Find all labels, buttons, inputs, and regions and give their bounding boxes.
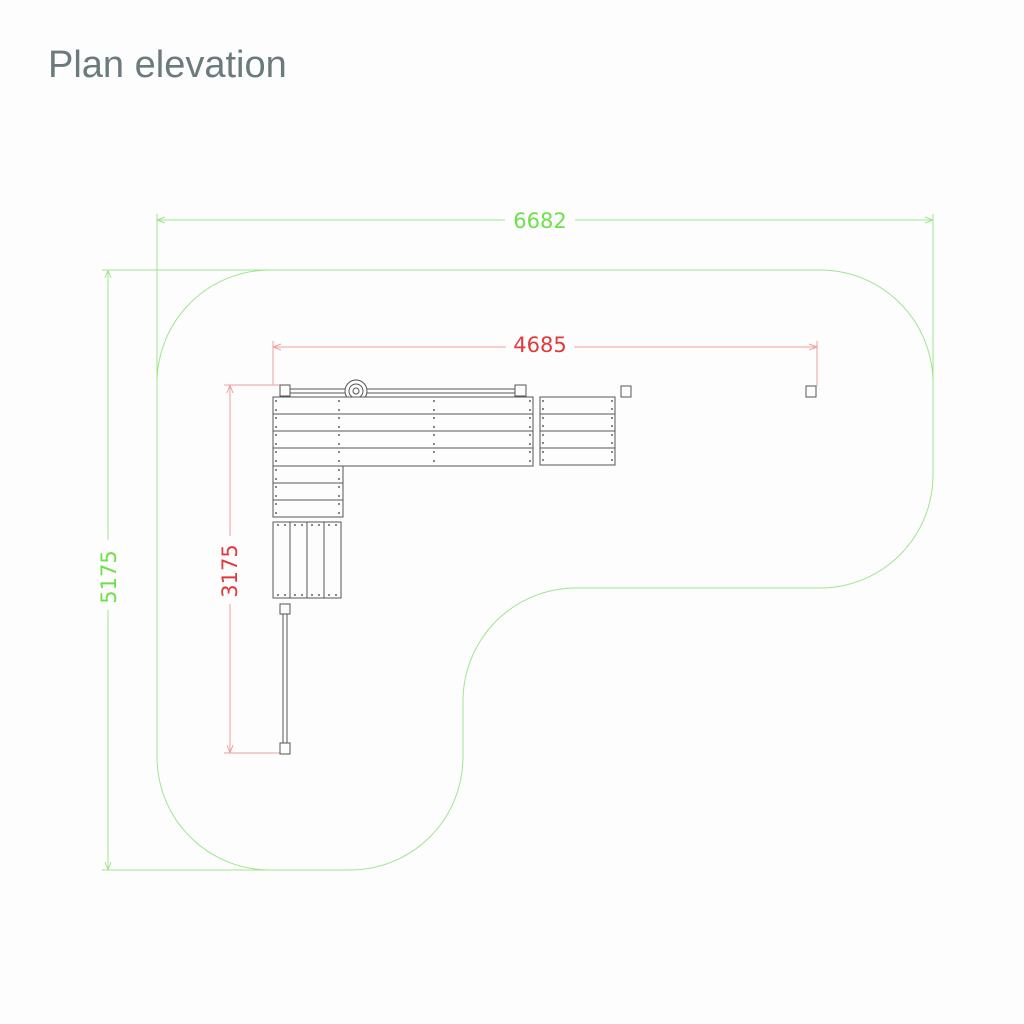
- bolt: [275, 503, 277, 505]
- bolt: [318, 594, 320, 596]
- bolt: [542, 442, 544, 444]
- bolt: [542, 425, 544, 427]
- bolt: [277, 594, 279, 596]
- bolt: [433, 460, 435, 462]
- bolt: [611, 451, 613, 453]
- bolt: [433, 400, 435, 402]
- bolt: [542, 459, 544, 461]
- bolt: [335, 594, 337, 596]
- bolt: [529, 451, 531, 453]
- bolt: [611, 408, 613, 410]
- bolt: [338, 426, 340, 428]
- post: [620, 385, 632, 398]
- bolt: [542, 451, 544, 453]
- bolt: [275, 400, 277, 402]
- bolt: [338, 512, 340, 514]
- bolt: [542, 434, 544, 436]
- bolt: [338, 409, 340, 411]
- bolt: [611, 442, 613, 444]
- bolt: [433, 451, 435, 453]
- bolt: [338, 460, 340, 462]
- bolt: [529, 417, 531, 419]
- bolt: [338, 443, 340, 445]
- bolt: [301, 524, 303, 526]
- bolt: [542, 417, 544, 419]
- equipment-width-label: 4685: [513, 333, 566, 357]
- bolts: [275, 400, 613, 596]
- bolt: [318, 524, 320, 526]
- bolt: [275, 443, 277, 445]
- bolt: [301, 594, 303, 596]
- bolt: [294, 524, 296, 526]
- bolt: [433, 434, 435, 436]
- overall-depth-label: 5175: [97, 550, 121, 603]
- bolt: [275, 495, 277, 497]
- bolt: [328, 524, 330, 526]
- bolt: [338, 469, 340, 471]
- bolt: [338, 495, 340, 497]
- bolt: [433, 443, 435, 445]
- post: [805, 385, 817, 398]
- post: [514, 384, 527, 397]
- post: [279, 384, 291, 397]
- bolt: [611, 400, 613, 402]
- bolt: [433, 417, 435, 419]
- bolt: [542, 408, 544, 410]
- bolt: [311, 524, 313, 526]
- bolt: [275, 512, 277, 514]
- bolt: [529, 426, 531, 428]
- side-deck: [272, 465, 344, 518]
- bolt: [275, 469, 277, 471]
- bolt: [275, 478, 277, 480]
- bolt: [338, 451, 340, 453]
- bolt: [275, 451, 277, 453]
- bolt: [338, 478, 340, 480]
- bolt: [275, 409, 277, 411]
- bolt: [275, 417, 277, 419]
- bolt: [275, 426, 277, 428]
- bolt: [433, 426, 435, 428]
- bolt: [338, 503, 340, 505]
- bolt: [311, 594, 313, 596]
- bolt: [529, 400, 531, 402]
- bolt: [611, 459, 613, 461]
- bolt: [338, 400, 340, 402]
- bolt: [433, 409, 435, 411]
- bolt: [275, 434, 277, 436]
- post: [279, 742, 291, 755]
- bolt: [338, 417, 340, 419]
- bolt: [275, 460, 277, 462]
- bolt: [275, 486, 277, 488]
- bolt: [284, 594, 286, 596]
- bolt: [328, 594, 330, 596]
- overall-width-label: 6682: [513, 209, 566, 233]
- bolt: [277, 524, 279, 526]
- bolt: [335, 524, 337, 526]
- bolt: [338, 434, 340, 436]
- bolt: [611, 434, 613, 436]
- play-equipment: [272, 379, 817, 755]
- bolt: [294, 594, 296, 596]
- bolt: [284, 524, 286, 526]
- page-title: Plan elevation: [48, 44, 287, 86]
- bolt: [529, 434, 531, 436]
- bolt: [338, 486, 340, 488]
- post: [279, 603, 291, 615]
- overall-depth-dimension: [102, 269, 270, 871]
- bolt: [611, 417, 613, 419]
- bolt: [529, 409, 531, 411]
- bolt: [529, 443, 531, 445]
- bolt: [611, 425, 613, 427]
- equipment-depth-label: 3175: [218, 544, 242, 597]
- bolt: [529, 460, 531, 462]
- bolt: [542, 400, 544, 402]
